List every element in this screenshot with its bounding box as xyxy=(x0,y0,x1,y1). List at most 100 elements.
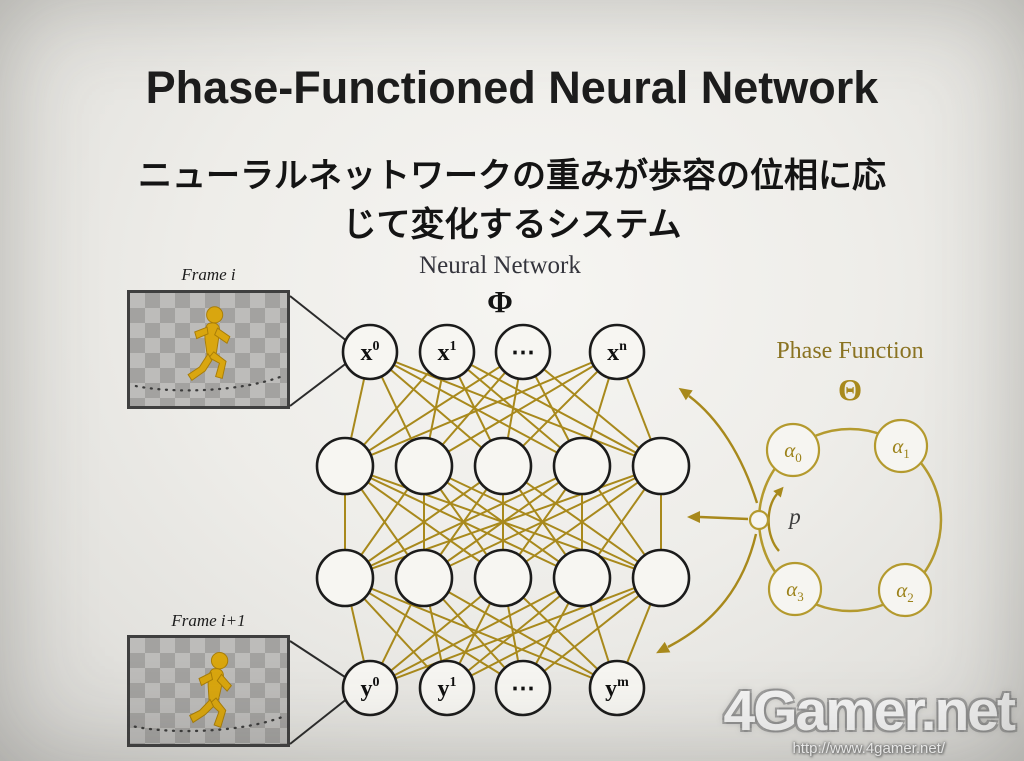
network-edge xyxy=(522,351,583,467)
network-edge xyxy=(344,577,448,689)
network-edge xyxy=(423,465,583,579)
watermark-url: http://www.4gamer.net/ xyxy=(792,740,946,757)
output-node-label-1: y1 xyxy=(438,675,457,702)
network-edge xyxy=(344,351,448,467)
svg-text:α3: α3 xyxy=(786,577,804,604)
network-edge xyxy=(369,351,425,467)
phase-ring xyxy=(757,427,943,613)
network-edge xyxy=(502,351,524,467)
frame-i1-thumbnail xyxy=(127,635,290,747)
network-edge xyxy=(344,465,662,579)
network-edge xyxy=(502,465,662,579)
hidden2-node-1 xyxy=(394,548,454,608)
phi-symbol: Φ xyxy=(487,284,513,319)
network-edge xyxy=(369,577,583,689)
alpha0-node: α0 xyxy=(765,422,821,478)
output-node-1 xyxy=(418,659,476,717)
phase-p-label: p xyxy=(787,504,801,529)
arrowhead-top-icon xyxy=(678,387,693,401)
subtitle-japanese-line1: ニューラルネットワークの重みが歩容の位相に応 xyxy=(138,157,886,195)
alpha3-node: α3 xyxy=(767,561,823,617)
connector-frame-i-lower xyxy=(289,361,349,407)
network-edge xyxy=(522,577,583,689)
network-edge xyxy=(369,577,425,689)
alpha1-base: α xyxy=(892,434,904,458)
network-edge xyxy=(423,577,448,689)
hidden2-node-4 xyxy=(631,548,691,608)
output-node-label-0: y0 xyxy=(361,675,380,702)
arrowhead-middle-icon xyxy=(687,511,700,523)
network-edge xyxy=(344,465,425,579)
network-edge xyxy=(423,351,448,467)
network-edge xyxy=(502,465,662,579)
input-node-label-3: xn xyxy=(607,339,627,366)
phase-function-diagram: p α0 α1 α2 α3 xyxy=(656,387,943,654)
network-edge xyxy=(446,351,504,467)
hidden2-node-2 xyxy=(473,548,533,608)
subtitle-japanese-line2: じて変化するシステム xyxy=(342,206,682,244)
arrow-to-top-layer xyxy=(688,395,759,504)
network-edge xyxy=(344,577,371,689)
network-edge xyxy=(344,465,504,579)
alpha3-base: α xyxy=(786,577,798,601)
arrowhead-rotation-icon xyxy=(773,486,784,498)
network-edge xyxy=(423,465,662,579)
alpha1-circle xyxy=(873,418,929,474)
network-edge xyxy=(369,351,662,467)
network-edge xyxy=(446,351,583,467)
network-edge xyxy=(344,465,425,579)
network-edge xyxy=(423,465,662,579)
network-edge xyxy=(369,351,583,467)
alpha3-circle xyxy=(767,561,823,617)
network-edge xyxy=(581,351,618,467)
arrow-to-bottom-layer xyxy=(667,533,758,649)
frame-i-render xyxy=(134,306,283,392)
network-edge xyxy=(502,577,524,689)
network-edge xyxy=(369,577,504,689)
network-edge xyxy=(344,577,524,689)
svg-text:α0: α0 xyxy=(784,438,802,465)
hidden1-node-0 xyxy=(315,436,375,496)
network-edges xyxy=(344,351,662,689)
network-edge xyxy=(344,351,524,467)
network-edge xyxy=(344,351,618,467)
network-edge xyxy=(581,465,662,579)
network-edge xyxy=(502,465,583,579)
phase-function-label: Phase Function xyxy=(776,338,924,364)
hidden1-node-3 xyxy=(552,436,612,496)
network-edge xyxy=(581,577,618,689)
hidden2-node-0 xyxy=(315,548,375,608)
arrow-to-middle-layer xyxy=(699,515,749,521)
alpha2-base: α xyxy=(896,578,908,602)
input-node-label-0: x0 xyxy=(361,339,380,366)
network-edge xyxy=(344,465,583,579)
network-edge xyxy=(369,577,662,689)
network-edge xyxy=(502,577,618,689)
output-node-label-2: ⋯ xyxy=(511,676,535,702)
watermark-logo: 4Gamer.net xyxy=(723,679,1016,743)
frame-connector-lines xyxy=(289,295,349,745)
frame-i1-label: Frame i+1 xyxy=(171,611,246,630)
running-character-icon xyxy=(189,651,232,728)
network-edge xyxy=(616,577,662,689)
network-edge xyxy=(581,465,662,579)
hidden2-node-3 xyxy=(552,548,612,608)
alpha0-base: α xyxy=(784,438,796,462)
alpha0-circle xyxy=(765,422,821,478)
frame-i-label: Frame i xyxy=(181,265,236,284)
alpha2-sub: 2 xyxy=(907,590,914,605)
alpha0-sub: 0 xyxy=(795,450,802,465)
alpha2-circle xyxy=(877,562,933,618)
network-edge xyxy=(446,351,662,467)
network-edge xyxy=(344,465,583,579)
network-edge xyxy=(502,351,618,467)
hidden1-node-2 xyxy=(473,436,533,496)
network-edge xyxy=(344,465,662,579)
watermark: 4Gamer.net http://www.4gamer.net/ xyxy=(723,678,1016,757)
phase-rotation-arrow xyxy=(767,493,780,552)
slide-title: Phase-Functioned Neural Network xyxy=(145,62,879,113)
network-edge xyxy=(446,577,583,689)
network-edge xyxy=(446,577,504,689)
